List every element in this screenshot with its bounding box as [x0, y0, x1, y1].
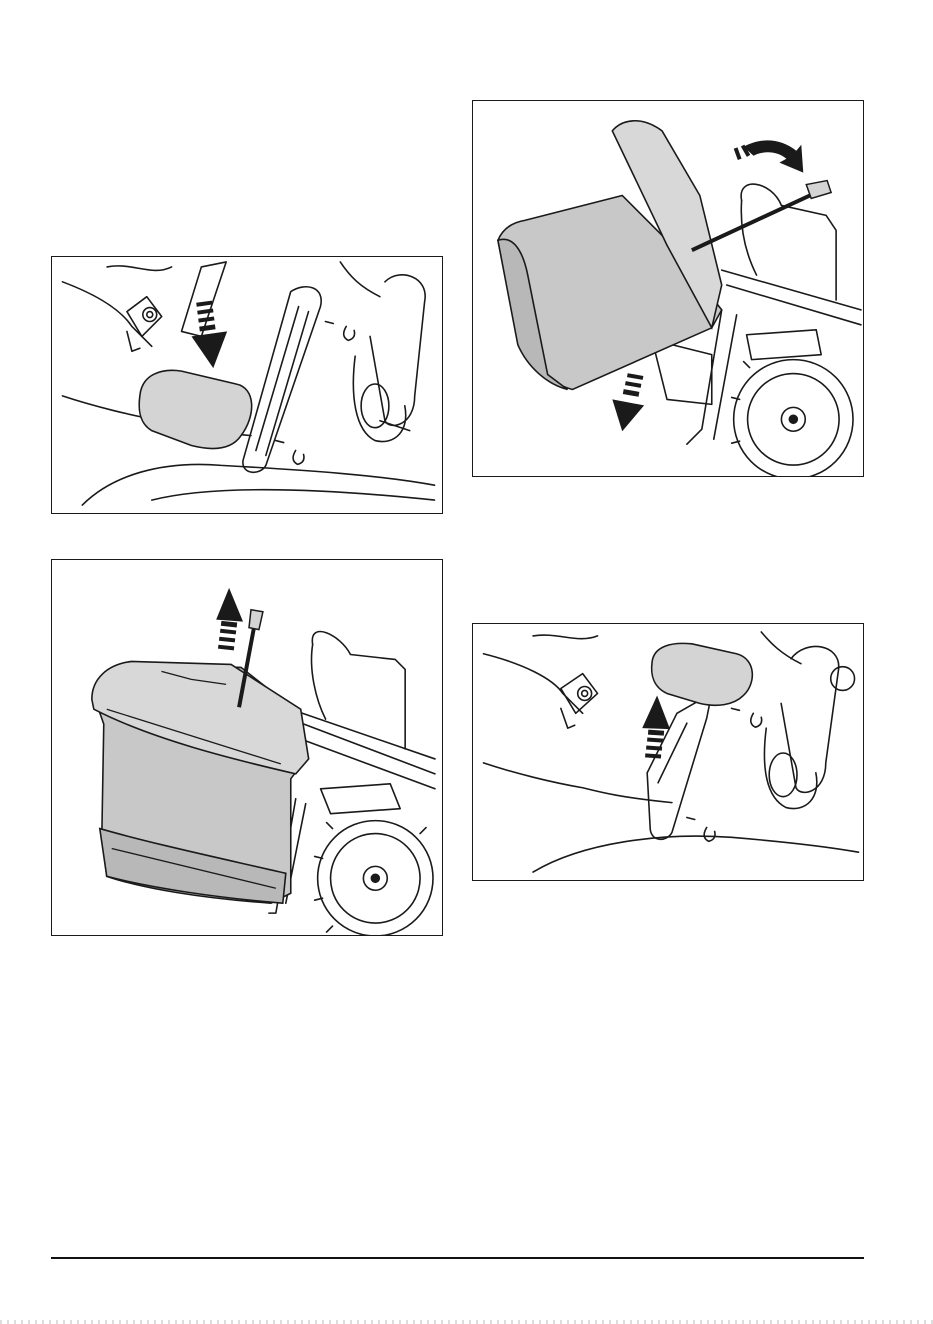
figure-pedal-press-down [51, 256, 443, 514]
pedal-pad [652, 643, 753, 705]
lift-rod-up-illustration [52, 560, 442, 935]
figure-tilt-collector [472, 100, 864, 477]
tilt-collector-illustration [473, 101, 863, 476]
arrow-up-icon [216, 588, 243, 650]
pedal-release-up-illustration [473, 624, 863, 880]
footer-divider [51, 1257, 864, 1259]
arrow-down-icon [191, 301, 227, 369]
rotate-arrow-icon [734, 140, 804, 172]
pedal-pad [139, 370, 251, 448]
pedal-press-down-illustration [52, 257, 442, 513]
deck-edge-line [62, 282, 151, 346]
arrow-down-icon [612, 373, 644, 431]
scan-edge-artifact [0, 1320, 933, 1324]
figure-pedal-release-up [472, 623, 864, 881]
figure-lift-rod-up [51, 559, 443, 936]
arrow-up-icon [642, 695, 670, 758]
